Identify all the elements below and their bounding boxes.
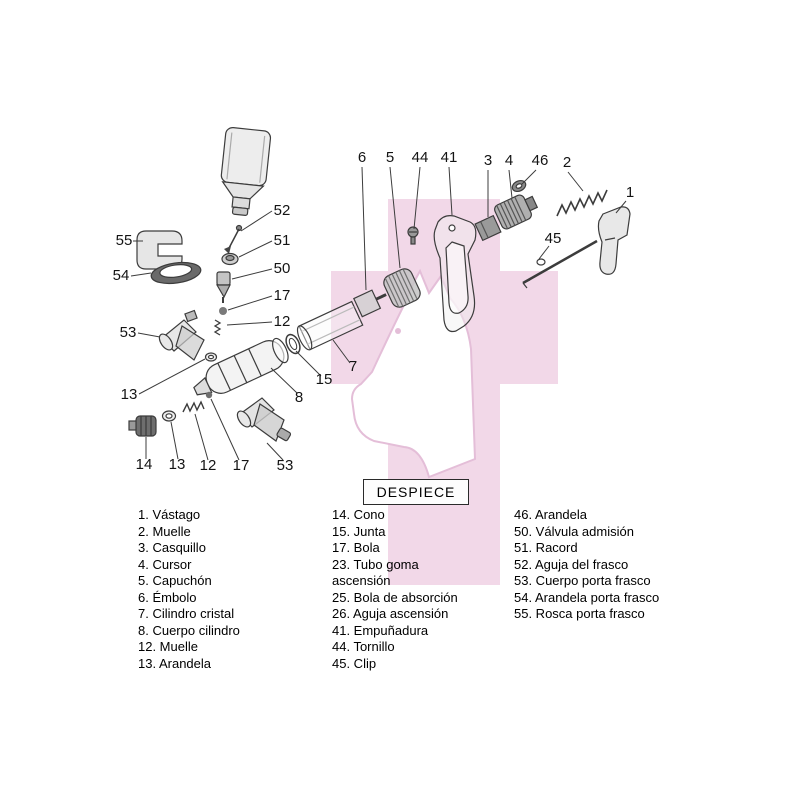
- callout-number: 8: [295, 389, 303, 406]
- part-junta-15-icon: [285, 333, 301, 355]
- parts-list-item: 5. Capuchón: [138, 573, 212, 588]
- callout-number: 12: [200, 457, 217, 474]
- horse-eye: [395, 328, 401, 334]
- callout-number: 15: [316, 371, 333, 388]
- callout-number: 55: [116, 232, 133, 249]
- callout-number: 6: [358, 149, 366, 166]
- parts-list-item: 3. Casquillo: [138, 540, 206, 555]
- parts-list-item: 13. Arandela: [138, 655, 212, 671]
- parts-list-item: 23. Tubo goma ascensión: [332, 556, 419, 589]
- part-cuerpo-porta-frasco-53-icon: [158, 309, 205, 361]
- parts-list-item: 2. Muelle: [138, 523, 191, 539]
- leader-lines: [130, 166, 627, 461]
- parts-list-item: 53. Cuerpo porta frasco: [514, 573, 651, 588]
- callout-number: 17: [233, 457, 250, 474]
- callout-number: 2: [563, 154, 571, 171]
- callout-number: 4: [505, 152, 513, 169]
- parts-list-item: 7. Cilindro cristal: [138, 606, 235, 621]
- callout-number: 54: [113, 267, 130, 284]
- callout-number: 12: [274, 313, 291, 330]
- parts-list-item: 45. Clip: [332, 655, 377, 671]
- callout-number: 41: [441, 149, 458, 166]
- part-cuerpo-porta-frasco-53b-icon: [236, 397, 292, 442]
- parts-list-item: 26. Aguja ascensión: [332, 606, 449, 621]
- part-cono-14-icon: [128, 415, 157, 437]
- callout-number: 7: [349, 358, 357, 375]
- bottle-part: [220, 127, 272, 216]
- part-arandela-54-icon: [150, 261, 202, 285]
- callout-number: 53: [120, 324, 137, 341]
- parts-list-column-3: 46. Arandela 50. Válvula admisión 51. Ra…: [514, 507, 664, 623]
- callout-number: 51: [274, 232, 291, 249]
- parts-list-item: 17. Bola: [332, 540, 380, 555]
- part-bola-17b-icon: [205, 391, 213, 399]
- callout-number: 13: [169, 456, 186, 473]
- parts-list-column-1: 1. Vástago 2. Muelle 3. Casquillo 4. Cur…: [138, 507, 328, 672]
- part-arandela-13-icon: [204, 352, 218, 362]
- part-muelle-2-icon: [556, 189, 608, 217]
- parts-list-item: 46. Arandela: [514, 507, 588, 522]
- part-vastago-1-icon: [522, 206, 631, 289]
- callout-number: 3: [484, 152, 492, 169]
- part-cursor-4-icon: [494, 194, 539, 230]
- parts-list-item: 6. Émbolo: [138, 589, 197, 605]
- part-racord-51-icon: [221, 252, 239, 266]
- parts-list-item: 8. Cuerpo cilindro: [138, 622, 240, 638]
- parts-list-item: 14. Cono: [332, 507, 385, 522]
- callout-number: 14: [136, 456, 153, 473]
- parts-list-item: 4. Cursor: [138, 556, 192, 572]
- callout-number: 45: [545, 230, 562, 247]
- callout-number: 46: [532, 152, 549, 169]
- diagram-title-box: DESPIECE: [363, 479, 469, 505]
- part-aguja-frasco-52-icon: [224, 224, 243, 254]
- part-casquillo-3-icon: [474, 214, 502, 242]
- callout-number: 50: [274, 260, 291, 277]
- part-arandela-13b-icon: [161, 410, 177, 422]
- callout-number: 17: [274, 287, 291, 304]
- callout-numbers: 6 5 44 41 3 4 46 2 1 45 52 51 50 17 12 5…: [113, 149, 635, 474]
- parts-list-item: 12. Muelle: [138, 639, 198, 654]
- callout-number: 1: [626, 184, 634, 201]
- exploded-parts: [128, 127, 631, 442]
- part-tornillo-44-icon: [407, 226, 419, 245]
- parts-list-item: 1. Vástago: [138, 507, 201, 522]
- parts-list-column-2: 14. Cono 15. Junta 17. Bola 23. Tubo gom…: [332, 507, 472, 672]
- part-muelle-12b-icon: [182, 400, 205, 413]
- callout-number: 52: [274, 202, 291, 219]
- callout-number: 13: [121, 386, 138, 403]
- part-muelle-12-icon: [213, 319, 222, 336]
- part-clip-45-icon: [536, 258, 546, 266]
- diagram-title: DESPIECE: [376, 484, 456, 500]
- parts-list-item: 51. Racord: [514, 540, 578, 555]
- part-capuchon-5-icon: [383, 268, 421, 308]
- callout-number: 44: [412, 149, 429, 166]
- callout-number: 53: [277, 457, 294, 474]
- parts-list-item: 44. Tornillo: [332, 639, 395, 654]
- part-cilindro-cristal-7-icon: [296, 300, 364, 351]
- part-valvula-50-icon: [215, 271, 231, 303]
- parts-list-item: 52. Aguja del frasco: [514, 556, 629, 572]
- part-bola-17-icon: [219, 307, 227, 315]
- part-empunadura-41-icon: [433, 215, 477, 333]
- parts-list-item: 25. Bola de absorción: [332, 589, 458, 605]
- part-embolo-6-icon: [353, 289, 387, 318]
- parts-list-item: 55. Rosca porta frasco: [514, 606, 645, 621]
- parts-list-item: 41. Empuñadura: [332, 622, 429, 638]
- parts-list-item: 54. Arandela porta frasco: [514, 589, 660, 605]
- callout-number: 5: [386, 149, 394, 166]
- part-cuerpo-cilindro-8-icon: [193, 337, 289, 396]
- parts-list-item: 15. Junta: [332, 523, 386, 539]
- parts-list-item: 50. Válvula admisión: [514, 523, 634, 539]
